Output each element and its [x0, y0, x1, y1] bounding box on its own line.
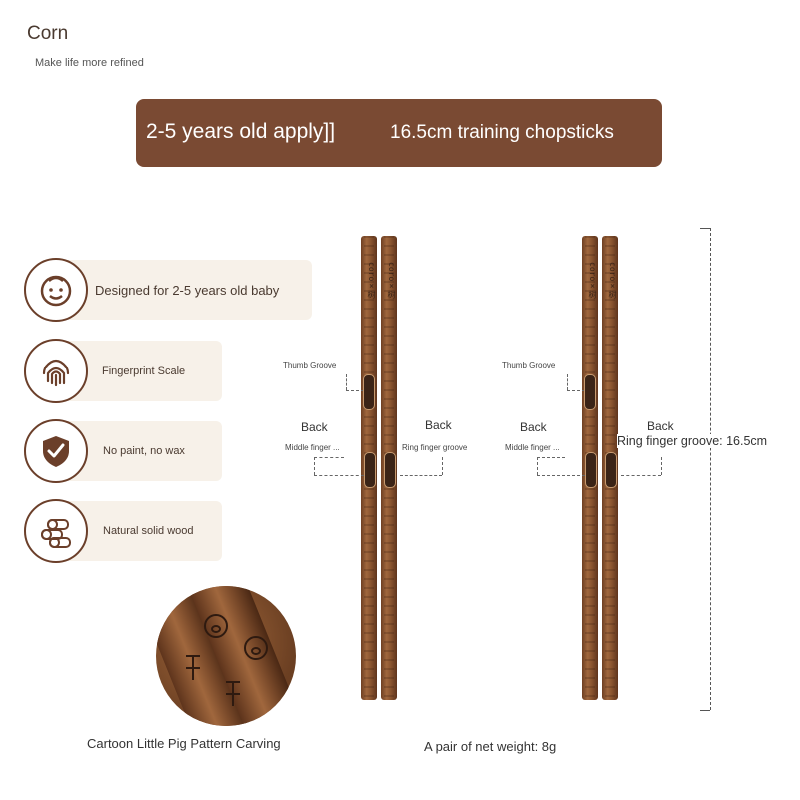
length-label: Ring finger groove: 16.5cm	[617, 434, 768, 448]
thumb-groove-label: Thumb Groove	[502, 361, 556, 370]
shield-check-icon	[24, 419, 88, 483]
thumb-groove-label: Thumb Groove	[283, 361, 337, 370]
engraving: coro×树	[367, 262, 376, 299]
feature-label: Natural solid wood	[103, 525, 194, 537]
engraving: coro×树	[588, 262, 597, 299]
ring-finger-groove	[605, 452, 617, 488]
middle-finger-label: Middle finger ...	[505, 443, 560, 452]
back-label: Back	[301, 420, 328, 434]
pig-carving-closeup	[156, 586, 296, 726]
back-label: Back	[647, 419, 674, 433]
brand-name: Corn	[27, 23, 69, 44]
banner-age: 2-5 years old apply]]	[146, 120, 336, 143]
title-banner: 2-5 years old apply]] 16.5cm training ch…	[136, 99, 662, 167]
length-dimension-line	[710, 228, 711, 710]
banner-product: 16.5cm training chopsticks	[390, 122, 614, 143]
weight-caption: A pair of net weight: 8g	[424, 739, 557, 754]
middle-finger-groove	[364, 452, 376, 488]
tagline: Make life more refined	[35, 57, 144, 69]
wood-logs-icon	[24, 499, 88, 563]
engraving: coro×树	[387, 262, 396, 299]
back-label: Back	[520, 420, 547, 434]
baby-face-icon	[24, 258, 88, 322]
carving-caption: Cartoon Little Pig Pattern Carving	[87, 736, 281, 751]
fingerprint-icon	[24, 339, 88, 403]
feature-label: No paint, no wax	[103, 445, 185, 457]
back-label: Back	[425, 418, 452, 432]
feature-label: Fingerprint Scale	[102, 365, 186, 377]
thumb-groove	[363, 374, 375, 410]
thumb-groove	[584, 374, 596, 410]
ring-finger-label: Ring finger groove	[402, 443, 468, 452]
feature-label: Designed for 2-5 years old baby	[95, 282, 280, 298]
middle-finger-groove	[585, 452, 597, 488]
middle-finger-label: Middle finger ...	[285, 443, 340, 452]
engraving: coro×树	[608, 262, 617, 299]
ring-finger-groove	[384, 452, 396, 488]
